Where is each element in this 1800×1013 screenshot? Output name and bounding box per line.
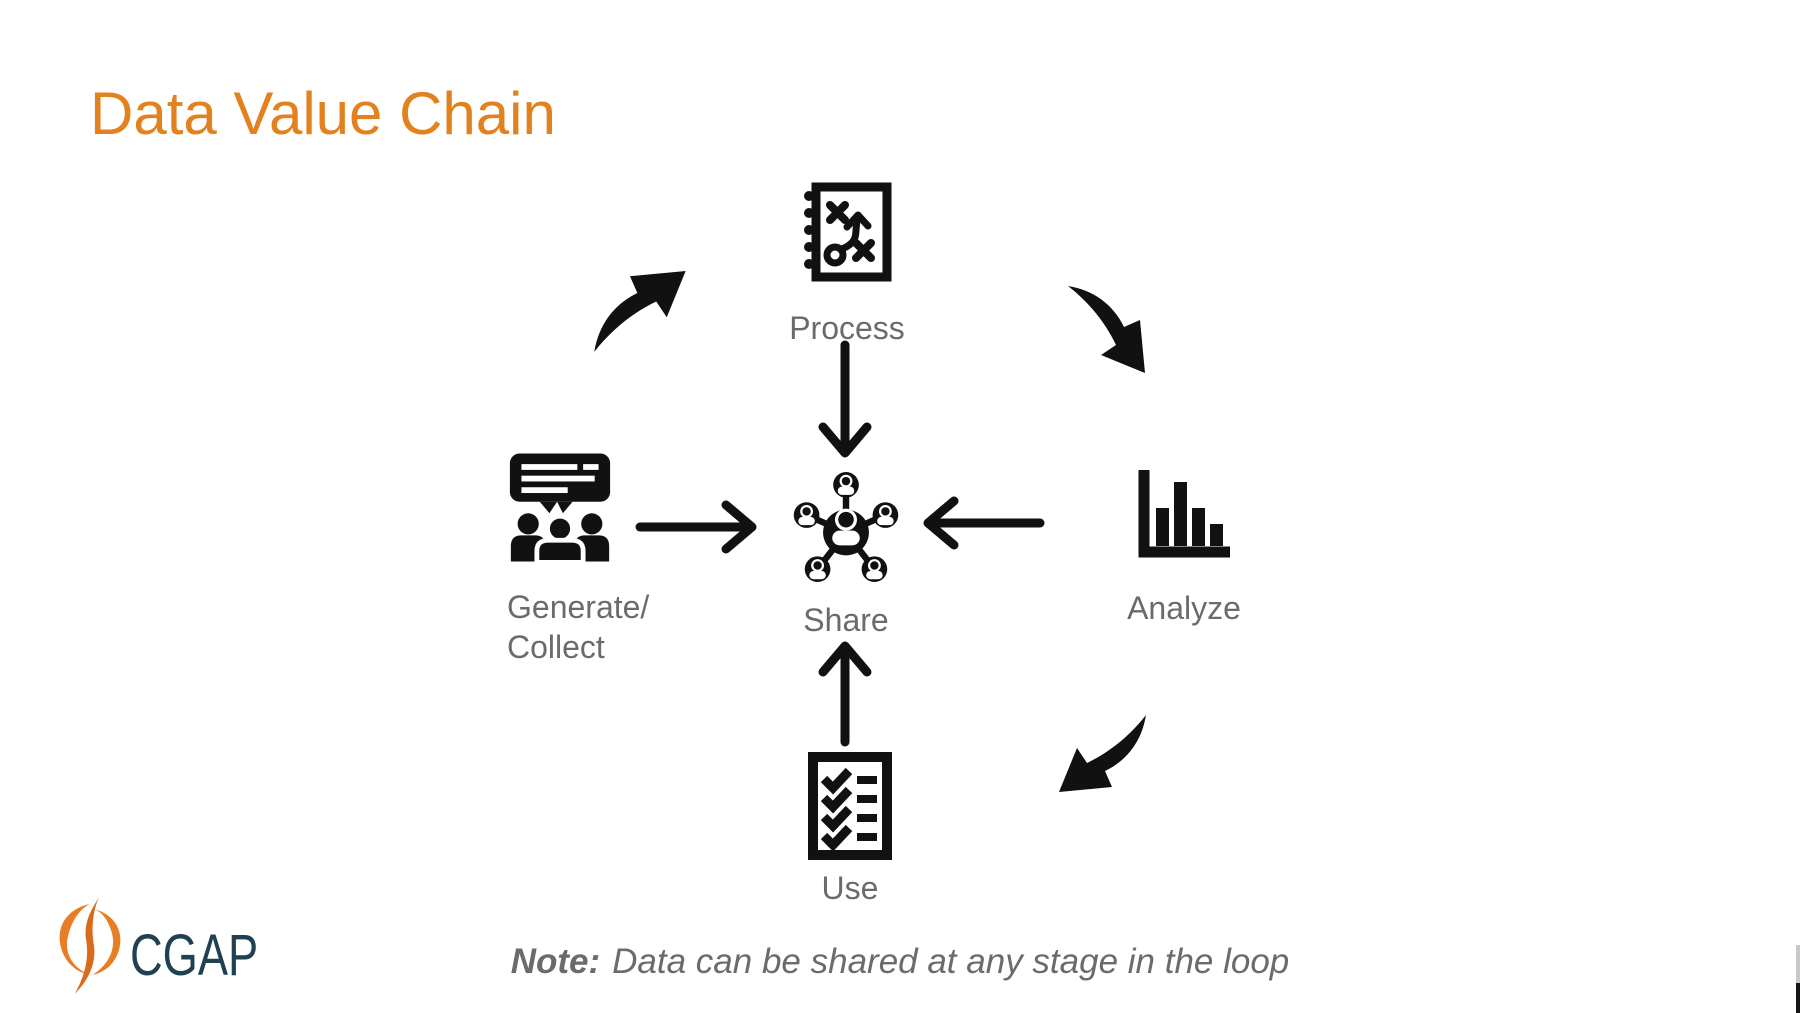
arrow-use-to-share: [818, 641, 872, 747]
curved-arrow-analyze-to-use: [1059, 715, 1146, 792]
curved-arrow-generate-to-process: [594, 271, 686, 352]
cgap-wordmark: CGAP: [130, 923, 259, 988]
footnote-prefix: Note:: [510, 942, 601, 981]
cgap-logo: CGAP: [52, 894, 294, 1000]
center-label-share: Share: [803, 602, 889, 638]
stage-label-generate-line2: Collect: [507, 629, 605, 665]
stage-node-use: Use: [807, 752, 893, 908]
center-node-share: Share: [791, 472, 901, 640]
arrow-analyze-to-share: [923, 496, 1045, 550]
stage-node-generate: Generate/ Collect: [507, 451, 667, 667]
cgap-swirl-icon: [59, 897, 121, 994]
strategy-notebook-icon: [804, 182, 892, 282]
stage-node-analyze: Analyze: [1127, 466, 1241, 628]
right-edge-scrollbar-artifact-black: [1796, 983, 1800, 1013]
footnote: Note: Data can be shared at any stage in …: [0, 942, 1800, 982]
stage-label-use: Use: [821, 870, 879, 906]
stage-label-generate-line1: Generate/: [507, 589, 650, 625]
curved-arrow-process-to-analyze: [1068, 286, 1145, 373]
stage-label-analyze: Analyze: [1127, 590, 1241, 626]
stage-node-process: Process: [789, 182, 905, 348]
group-presentation-icon: [509, 453, 611, 563]
right-edge-scrollbar-artifact-gray: [1796, 945, 1800, 983]
stage-label-process: Process: [789, 310, 905, 346]
footnote-text: Data can be shared at any stage in the l…: [612, 942, 1290, 981]
people-network-icon: [793, 472, 899, 582]
arrow-process-to-share: [818, 340, 872, 458]
page-title: Data Value Chain: [90, 80, 556, 148]
checklist-icon: [808, 752, 892, 860]
bar-chart-icon: [1138, 470, 1230, 558]
